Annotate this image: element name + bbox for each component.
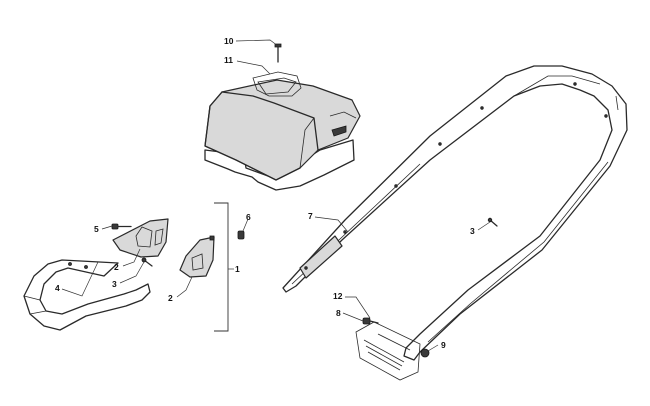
callout-4: 4 (55, 283, 60, 293)
screw-3-left (141, 257, 153, 267)
callout-2a: 2 (114, 262, 119, 272)
callout-1: 1 (235, 264, 240, 274)
screw-3-right (487, 217, 498, 227)
screw-10 (274, 43, 282, 63)
rivet-8 (362, 317, 379, 325)
callout-3b: 3 (470, 226, 475, 236)
seat-box (204, 71, 361, 191)
nut-9 (420, 348, 430, 358)
callouts: 10 11 5 6 1 2 3 2 4 7 3 12 8 9 (55, 36, 475, 350)
callout-10: 10 (224, 36, 234, 46)
callout-6: 6 (246, 212, 251, 222)
callout-5: 5 (94, 224, 99, 234)
bracket-assembly (112, 218, 215, 278)
callout-3a: 3 (112, 279, 117, 289)
callout-8: 8 (336, 308, 341, 318)
bumper-4 (23, 259, 151, 331)
callout-12: 12 (333, 291, 343, 301)
callout-11: 11 (224, 55, 233, 65)
callout-2b: 2 (168, 293, 173, 303)
nut-6 (237, 230, 245, 240)
bolt-5 (111, 223, 132, 230)
callout-9: 9 (441, 340, 446, 350)
decal (355, 321, 421, 381)
assembly-bracket (214, 202, 229, 332)
leader-lines (61, 39, 491, 352)
callout-7: 7 (308, 211, 313, 221)
